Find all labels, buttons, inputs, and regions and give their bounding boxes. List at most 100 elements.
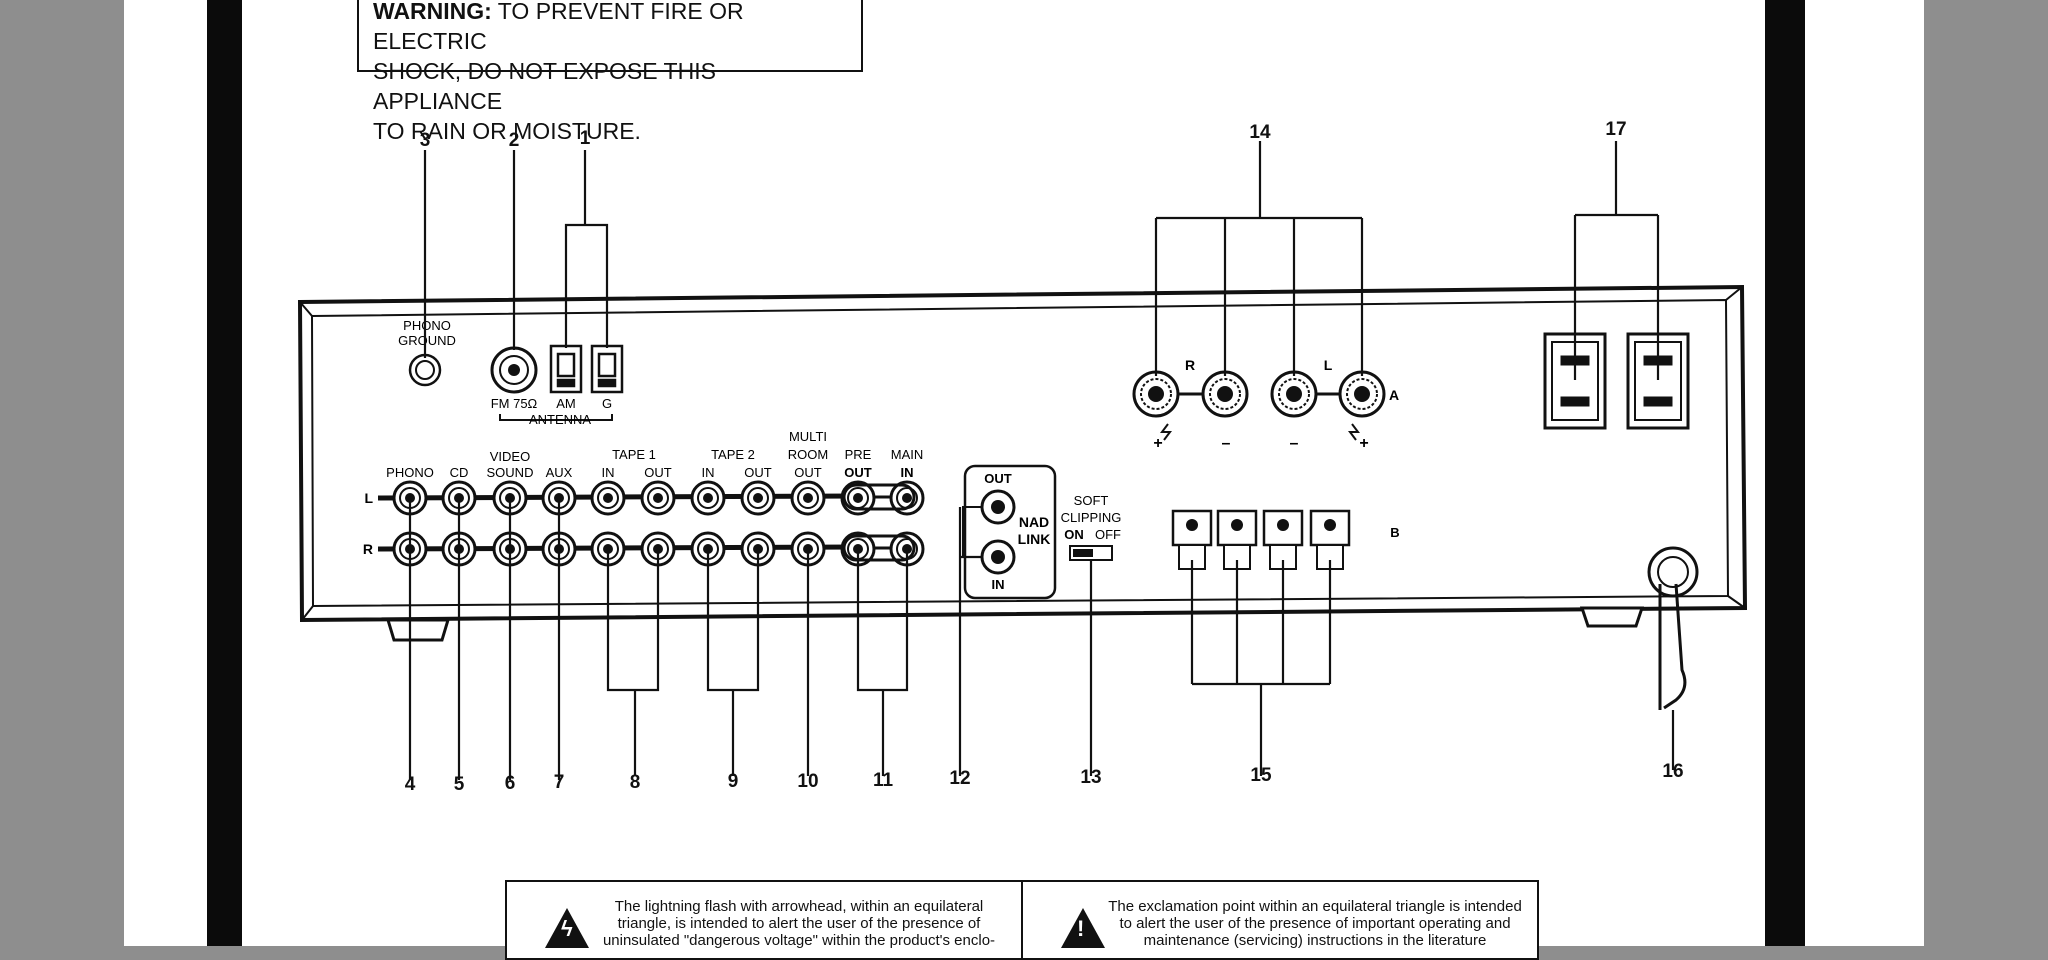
multi-room-label-3: OUT — [794, 465, 822, 480]
callout-17: 17 — [1605, 119, 1626, 140]
nad-link-box — [963, 464, 1057, 600]
nad-link-in-jack — [980, 539, 1016, 575]
main-in-label: MAIN — [891, 447, 924, 462]
page-border-left — [207, 0, 242, 946]
callout-5: 5 — [454, 774, 465, 795]
am-label: AM — [556, 396, 576, 411]
nad-in-label: IN — [992, 577, 1005, 592]
pre-out-label: PRE — [845, 447, 872, 462]
soft-clipping-label: SOFT — [1074, 493, 1109, 508]
cd-input-label: CD — [450, 465, 469, 480]
speaker-plus-label-l: + — [1359, 435, 1368, 452]
warning-line3: TO RAIN OR MOISTURE. — [373, 118, 641, 144]
warning-line2: SHOCK, DO NOT EXPOSE THIS APPLIANCE — [373, 58, 716, 114]
page-border-right — [1765, 0, 1805, 946]
speaker-b-terminal — [1262, 509, 1304, 570]
callout-8: 8 — [630, 772, 641, 793]
g-antenna-terminal — [590, 344, 624, 394]
speaker-l-label: L — [1324, 357, 1333, 373]
speaker-terminals-b — [1171, 509, 1351, 570]
binding-post — [1132, 370, 1180, 418]
speaker-r-label: R — [1185, 357, 1195, 373]
phono-ground-terminal — [408, 353, 442, 387]
left-rca-jack — [640, 480, 676, 516]
speaker-b-label: B — [1390, 525, 1399, 540]
leader-lines — [408, 141, 1675, 780]
left-rca-jack — [790, 480, 826, 516]
lightning-notice: ϟ The lightning flash with arrowhead, wi… — [505, 880, 1023, 960]
exclamation-notice-text: The exclamation point within an equilate… — [1108, 898, 1522, 949]
video-sound-label-2: SOUND — [487, 465, 534, 480]
left-rca-jack — [590, 480, 626, 516]
callout-15: 15 — [1250, 765, 1272, 786]
nad-link-label: NAD — [1019, 514, 1049, 530]
callout-4: 4 — [405, 774, 416, 795]
video-sound-label: VIDEO — [490, 449, 530, 464]
phono-ground-label: PHONO — [403, 318, 451, 333]
power-cord — [1647, 546, 1699, 710]
callout-1: 1 — [580, 128, 591, 149]
nad-link-out-jack — [980, 489, 1016, 525]
chassis — [297, 284, 1748, 623]
lightning-notice-text: The lightning flash with arrowhead, with… — [602, 898, 996, 949]
warning-box: WARNING: TO PREVENT FIRE OR ELECTRIC SHO… — [357, 0, 863, 144]
phono-input-label: PHONO — [386, 465, 434, 480]
polarity-marks — [1160, 423, 1360, 441]
callout-3: 3 — [420, 130, 431, 151]
speaker-minus-label-r: – — [1222, 435, 1231, 452]
speaker-minus-label-l: – — [1290, 435, 1299, 452]
callout-12: 12 — [949, 768, 970, 789]
g-label: G — [602, 396, 612, 411]
callout-numbers: 1 2 3 4 5 6 7 8 9 10 11 12 13 14 15 16 1… — [405, 119, 1684, 795]
callout-7: 7 — [554, 772, 565, 793]
multi-room-label: MULTI — [789, 429, 827, 444]
main-in-label-2: IN — [901, 465, 914, 480]
tape1-out-label: OUT — [644, 465, 672, 480]
tape1-label: TAPE 1 — [612, 447, 656, 462]
exclamation-warning-icon: ! — [1061, 908, 1105, 948]
nad-out-label: OUT — [984, 471, 1012, 486]
tape2-in-label: IN — [702, 465, 715, 480]
speaker-a-label: A — [1389, 387, 1399, 403]
soft-clipping-off-label: OFF — [1095, 527, 1121, 542]
soft-clipping-label-2: CLIPPING — [1061, 510, 1122, 525]
speaker-plus-label-r: + — [1153, 435, 1162, 452]
warning-line1: TO PREVENT FIRE OR ELECTRIC — [373, 0, 744, 54]
pre-out-label-2: OUT — [844, 465, 872, 480]
callout-6: 6 — [505, 773, 516, 794]
callout-9: 9 — [728, 771, 739, 792]
callout-2: 2 — [509, 130, 520, 151]
antenna-bracket — [499, 414, 613, 421]
binding-post — [1201, 370, 1249, 418]
speaker-terminals-a — [1132, 370, 1386, 418]
callout-13: 13 — [1080, 767, 1101, 788]
warning-label: WARNING: — [373, 0, 492, 24]
soft-clipping-switch — [1069, 545, 1113, 561]
soft-clipping-on-label: ON — [1064, 527, 1084, 542]
am-antenna-terminal — [549, 344, 583, 394]
antenna-label: ANTENNA — [529, 412, 591, 427]
speaker-b-terminal — [1171, 509, 1213, 570]
multi-room-label-2: ROOM — [788, 447, 828, 462]
pre-main-jumpers — [842, 483, 916, 562]
tape1-in-label: IN — [602, 465, 615, 480]
callout-10: 10 — [797, 771, 818, 792]
left-rca-jack — [889, 480, 925, 516]
callout-11: 11 — [873, 770, 894, 791]
binding-post — [1270, 370, 1318, 418]
fm-antenna-connector — [490, 346, 538, 394]
nad-link-label-2: LINK — [1018, 531, 1051, 547]
phono-ground-label-2: GROUND — [398, 333, 456, 348]
aux-input-label: AUX — [546, 465, 573, 480]
left-rca-jack — [690, 480, 726, 516]
exclamation-notice: ! The exclamation point within an equila… — [1021, 880, 1539, 960]
left-channel-label: L — [364, 490, 373, 506]
speaker-b-terminal — [1216, 509, 1258, 570]
tape2-label: TAPE 2 — [711, 447, 755, 462]
chassis-feet — [385, 606, 1645, 642]
binding-post — [1338, 370, 1386, 418]
callout-16: 16 — [1662, 761, 1683, 782]
lightning-warning-icon: ϟ — [545, 908, 589, 948]
